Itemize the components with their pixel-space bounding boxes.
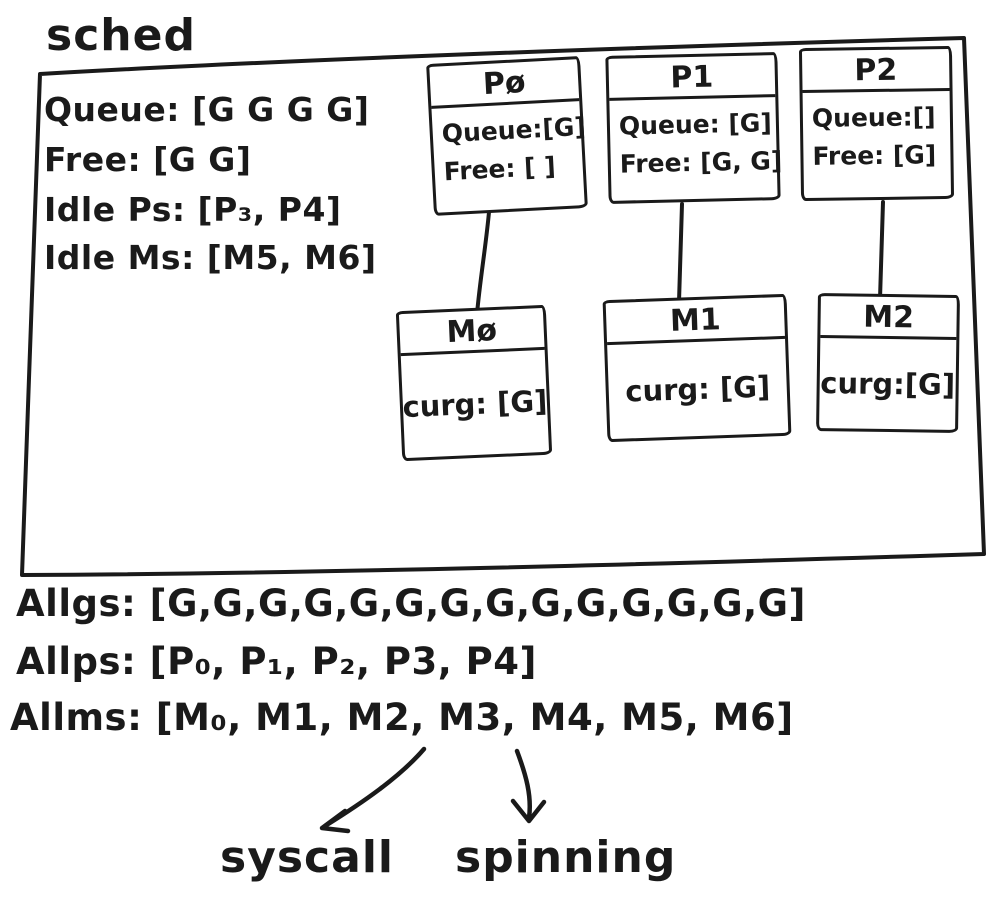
sched-box-outline: [20, 36, 986, 577]
m0-node-title: Mø: [398, 307, 545, 357]
spinning-label: spinning: [455, 832, 677, 883]
sched-free-line: Free: [G G]: [44, 140, 252, 179]
connector-p0-m0: [475, 210, 491, 316]
m1-node-title: M1: [605, 296, 786, 346]
p0-queue-line: Queue:[G]: [441, 111, 587, 149]
p2-node-body: Queue:[] Free: [G]: [803, 91, 951, 198]
arrow-m4-spinning-head: [510, 798, 547, 824]
syscall-label: syscall: [220, 832, 394, 883]
sched-idle-ps-line: Idle Ps: [P₃, P4]: [44, 190, 342, 229]
p0-node-body: Queue:[G] Free: [ ]: [431, 101, 587, 213]
p1-queue-line: Queue: [G]: [618, 108, 773, 141]
p2-queue-line: Queue:[]: [811, 102, 936, 133]
p1-node-box: P1 Queue: [G] Free: [G, G]: [605, 52, 783, 204]
p2-node-box: P2 Queue:[] Free: [G]: [798, 45, 955, 202]
p1-free-line: Free: [G, G]: [619, 145, 783, 179]
allps-list-line: Allps: [P₀, P₁, P₂, P3, P4]: [16, 640, 537, 683]
p0-free-line: Free: [ ]: [443, 151, 557, 186]
sched-title: sched: [46, 10, 196, 61]
m1-node-box: M1 curg: [G]: [602, 293, 792, 443]
arrow-m3-syscall-head: [319, 808, 351, 834]
arrow-m4-spinning: [514, 748, 532, 821]
m2-node-box: M2 curg:[G]: [816, 293, 960, 433]
allgs-list-line: Allgs: [G,G,G,G,G,G,G,G,G,G,G,G,G,G]: [16, 582, 806, 625]
p1-node-body: Queue: [G] Free: [G, G]: [609, 97, 783, 201]
sched-queue-line: Queue: [G G G G]: [44, 90, 370, 129]
sched-idle-ms-line: Idle Ms: [M5, M6]: [44, 238, 377, 277]
m0-node-box: Mø curg: [G]: [395, 304, 553, 462]
allms-list-line: Allms: [M₀, M1, M2, M3, M4, M5, M6]: [10, 696, 794, 739]
connector-p2-m2: [878, 200, 885, 301]
p0-node-box: Pø Queue:[G] Free: [ ]: [426, 56, 588, 216]
connector-p1-m1: [677, 202, 684, 304]
p2-node-title: P2: [801, 48, 950, 94]
p2-free-line: Free: [G]: [812, 139, 937, 171]
p1-node-title: P1: [608, 55, 776, 101]
m2-curg-line: curg:[G]: [820, 366, 956, 402]
m1-curg-line: curg: [G]: [624, 369, 771, 409]
m0-curg-line: curg: [G]: [401, 383, 549, 425]
m2-node-title: M2: [820, 296, 957, 340]
